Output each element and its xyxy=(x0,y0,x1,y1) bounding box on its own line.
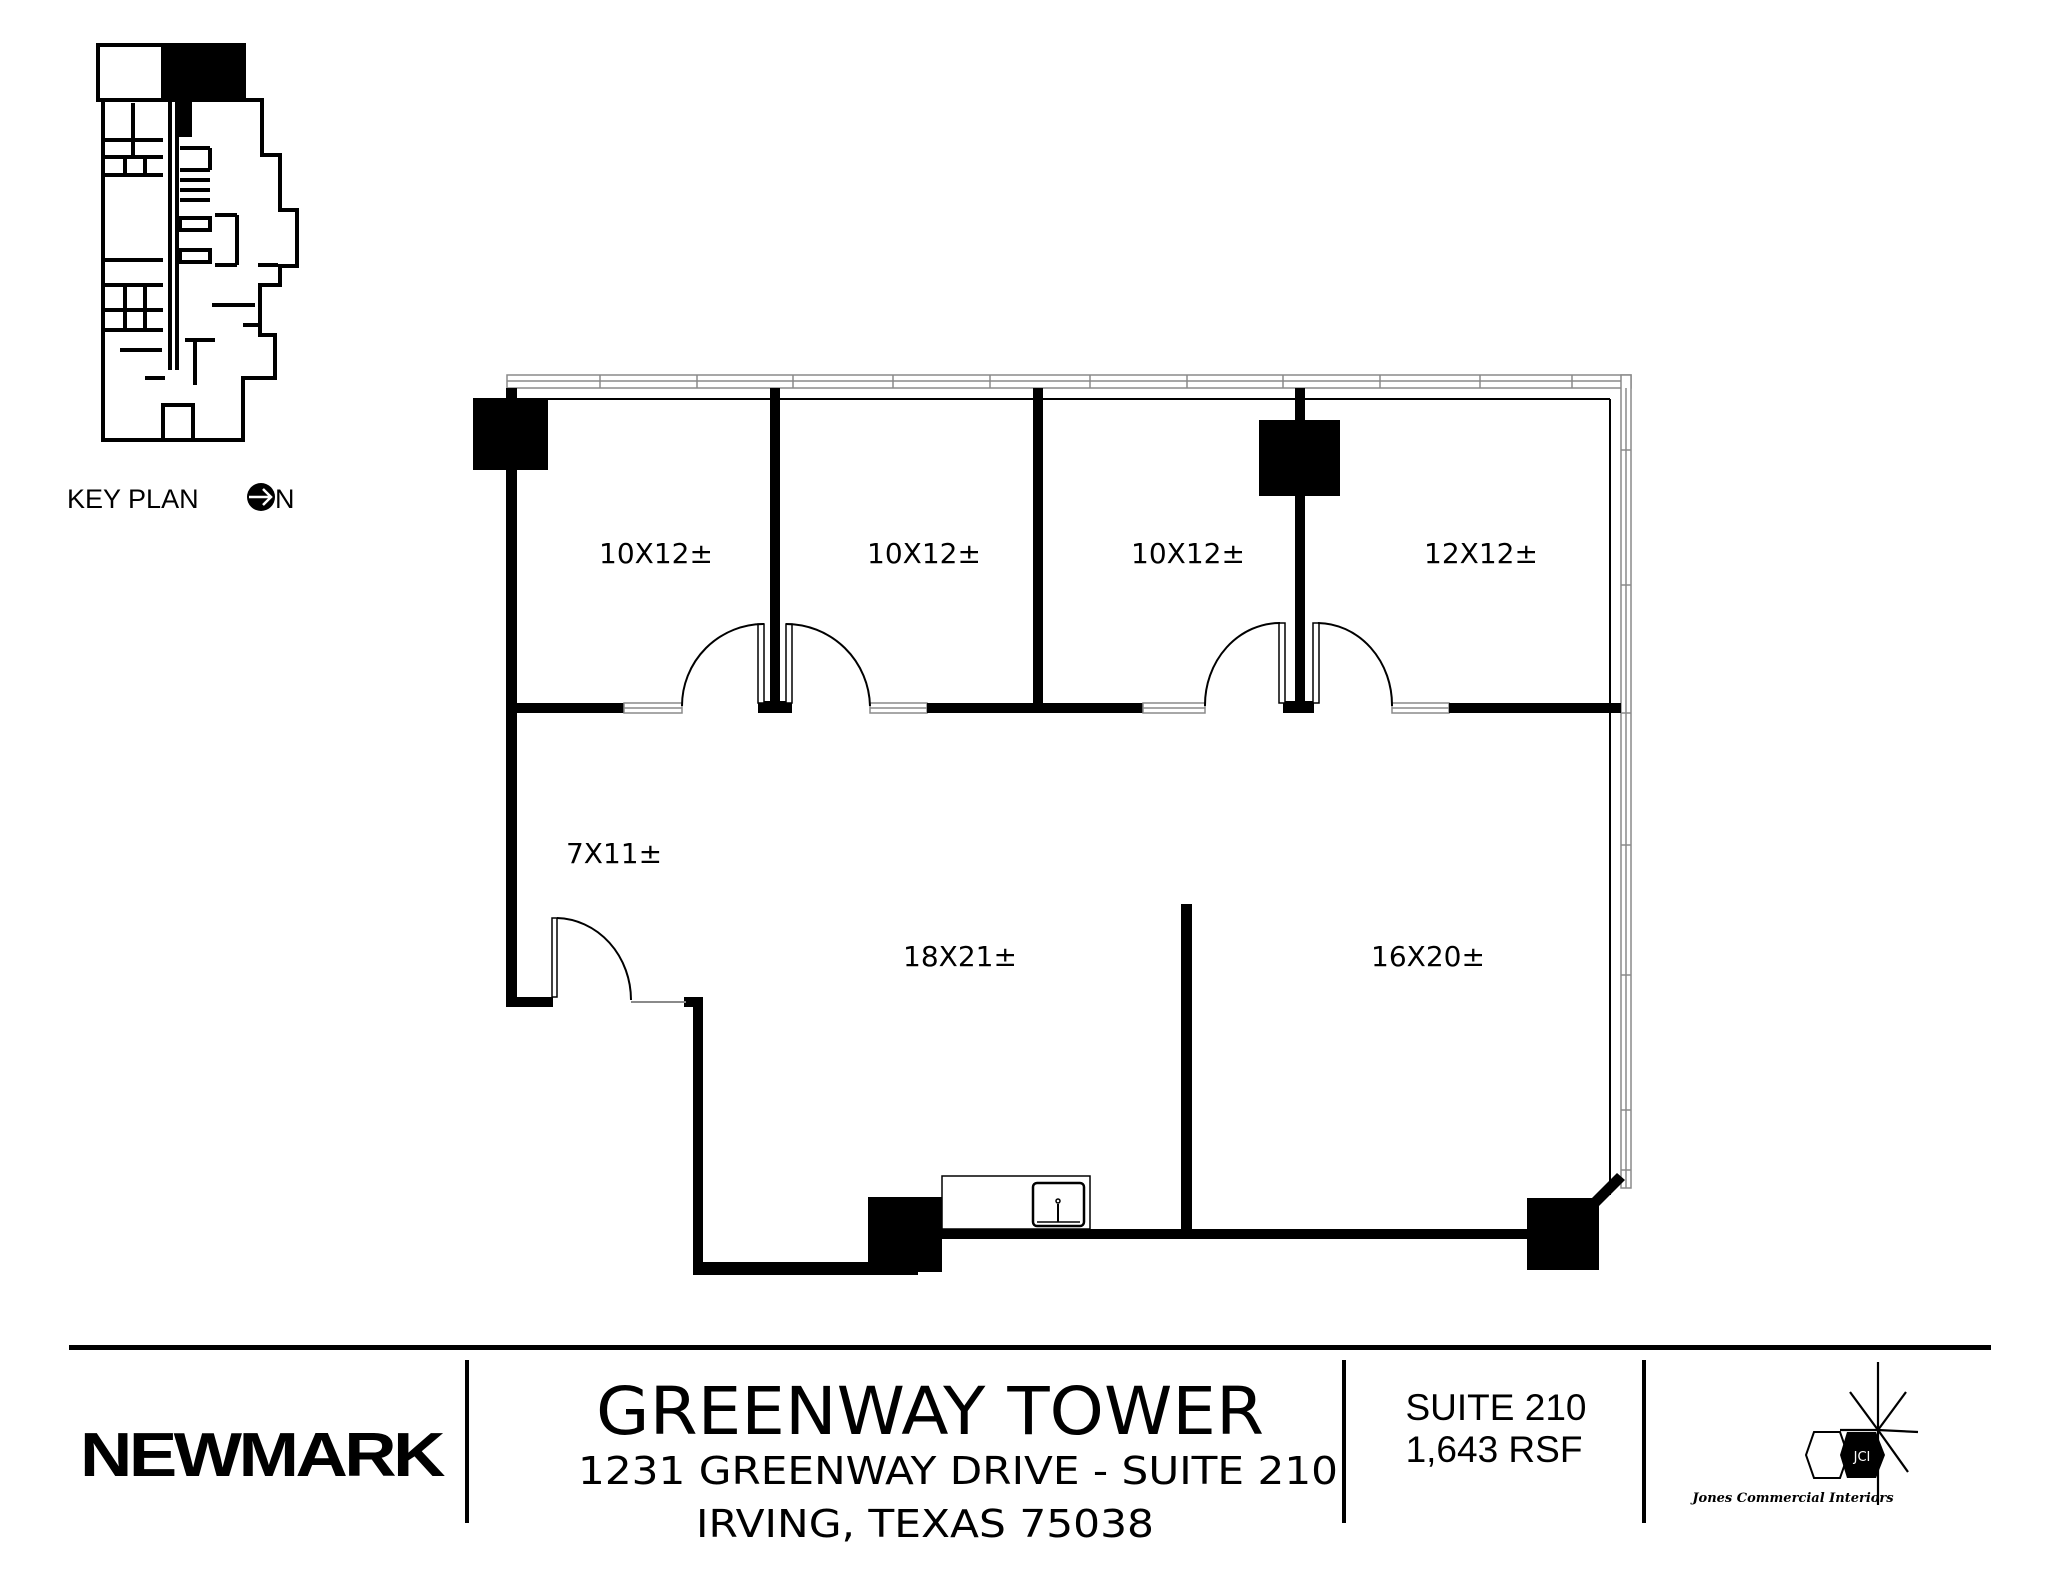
divider xyxy=(465,1360,469,1523)
key-plan-building xyxy=(96,43,299,442)
room-label-conference: 16X20± xyxy=(1371,940,1485,973)
divider xyxy=(1342,1360,1346,1523)
key-plan: KEY PLAN N xyxy=(67,43,299,514)
suite-number: SUITE 210 xyxy=(1406,1387,1587,1428)
door-entry[interactable] xyxy=(551,917,686,1003)
room-label-office-3: 10X12± xyxy=(1131,537,1245,570)
column xyxy=(868,1197,942,1272)
rentable-area: 1,643 RSF xyxy=(1406,1429,1583,1470)
kitchenette-counter xyxy=(941,1175,1091,1230)
room-label-office-4: 12X12± xyxy=(1424,537,1538,570)
address-line: 1231 GREENWAY DRIVE - SUITE 210 xyxy=(578,1449,1338,1493)
key-plan-label: KEY PLAN xyxy=(67,484,199,514)
city-line: IRVING, TEXAS 75038 xyxy=(696,1502,1154,1546)
suite-plan: 10X12± 10X12± 10X12± 12X12± 7X11± 18X21±… xyxy=(473,374,1632,1275)
jci-logo: JCI Jones Commercial Interiors xyxy=(1689,1362,1919,1506)
column xyxy=(1527,1198,1599,1270)
building-name: GREENWAY TOWER xyxy=(596,1373,1264,1450)
door-office-3[interactable] xyxy=(1203,622,1286,707)
north-arrow-icon xyxy=(247,483,275,511)
divider xyxy=(1642,1360,1646,1523)
room-label-office-2: 10X12± xyxy=(867,537,981,570)
door-office-1[interactable] xyxy=(681,623,765,707)
title-rule xyxy=(69,1345,1991,1350)
door-office-4[interactable] xyxy=(1312,622,1394,707)
key-plan-highlight xyxy=(163,45,244,137)
jci-monogram: JCI xyxy=(1853,1450,1871,1465)
newmark-logo: NEWMARK xyxy=(80,1421,446,1490)
room-label-office-1: 10X12± xyxy=(599,537,713,570)
room-label-open-area: 18X21± xyxy=(903,940,1017,973)
room-label-reception: 7X11± xyxy=(566,837,662,870)
glazing-north xyxy=(506,374,1632,389)
starburst-icon xyxy=(1840,1362,1919,1505)
north-label: N xyxy=(275,484,295,514)
glazing-east xyxy=(1620,374,1632,1189)
title-block: NEWMARK GREENWAY TOWER 1231 GREENWAY DRI… xyxy=(69,1345,1991,1546)
door-office-2[interactable] xyxy=(785,623,871,707)
designer-name: Jones Commercial Interiors xyxy=(1689,1491,1894,1506)
